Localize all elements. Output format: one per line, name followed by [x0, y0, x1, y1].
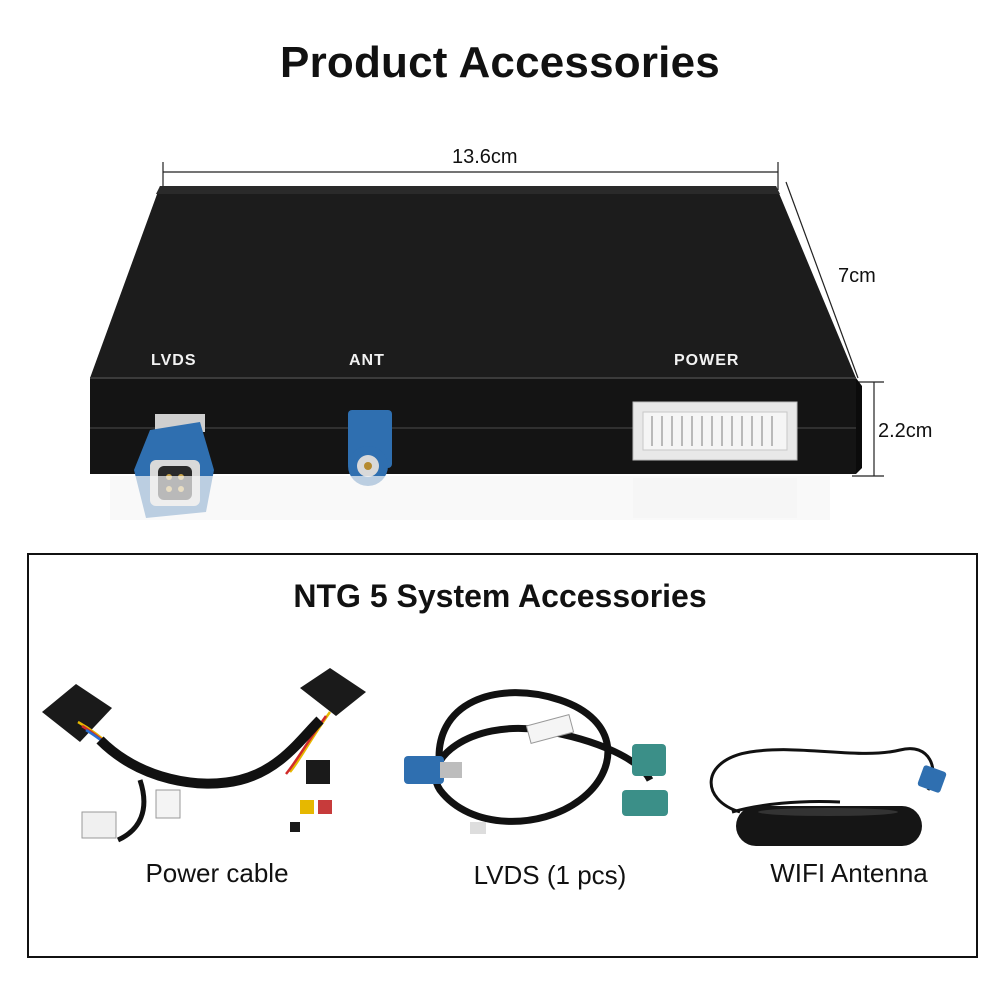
lvds-port-label: LVDS	[151, 352, 197, 369]
power-port-label: POWER	[674, 352, 740, 369]
wifi-antenna-icon	[709, 747, 947, 846]
device-top-face	[90, 186, 856, 378]
accessory-label-power-cable: Power cable	[145, 858, 289, 888]
accessory-label-lvds: LVDS (1 pcs)	[473, 860, 627, 890]
page-title: Product Accessories	[280, 38, 720, 87]
dimension-lines	[162, 162, 884, 477]
power-cable-icon	[42, 668, 366, 843]
accessories-title: NTG 5 System Accessories	[293, 578, 707, 614]
height-dimension-label: 2.2cm	[878, 420, 933, 442]
width-dimension-label: 13.6cm	[452, 146, 518, 168]
lvds-cable-icon	[404, 689, 668, 834]
accessories-panel	[27, 553, 978, 958]
device-illustration	[90, 162, 884, 520]
depth-dimension-label: 7cm	[838, 265, 876, 287]
ant-port-label: ANT	[349, 352, 385, 369]
accessory-label-wifi-antenna: WIFI Antenna	[770, 858, 928, 888]
